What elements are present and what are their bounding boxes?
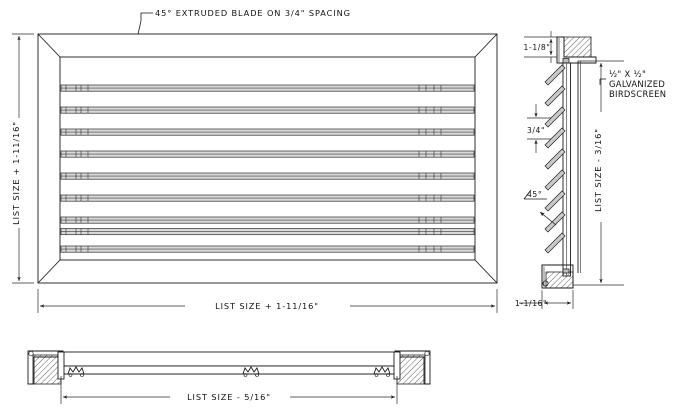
section-blade — [544, 148, 566, 170]
plan-left-frame-profile — [27, 350, 64, 385]
sill-screen-clip — [562, 268, 570, 274]
plan-width-dimension — [60, 376, 398, 404]
birdscreen-note-line2: GALVANIZED — [609, 79, 665, 89]
section-height-dimension-label: LIST SIZE - 3/16" — [593, 128, 603, 212]
plan-mullion-clip — [373, 366, 391, 377]
plan-left-jamb — [57, 351, 65, 380]
blade-row — [60, 150, 475, 158]
plan-width-dimension-label: LIST SIZE - 5/16" — [187, 392, 271, 402]
plan-left-wall-hatch — [32, 354, 62, 385]
section-blade — [544, 64, 566, 86]
front-width-dimension-label: LIST SIZE + 1-11/16" — [215, 301, 319, 311]
frame-miter-lines — [37, 33, 498, 284]
plan-right-wall-hatch — [396, 354, 426, 385]
plan-right-gasket-bulb — [424, 350, 430, 357]
blade-angle-leader — [523, 189, 557, 226]
section-blade — [544, 190, 566, 212]
section-blade — [544, 169, 566, 191]
blade-row — [60, 106, 475, 114]
plan-left-gasket-bulb — [28, 350, 34, 357]
plan-right-jamb — [393, 351, 401, 380]
front-height-dimension — [12, 33, 34, 284]
blade-angle-label: 45° — [527, 190, 542, 199]
blade-spacing-dimension — [527, 104, 551, 153]
sill-gasket-bulb — [542, 280, 549, 287]
section-blade — [544, 211, 566, 233]
blade-row — [60, 216, 475, 224]
blade-row — [60, 228, 475, 236]
section-blade — [544, 127, 566, 149]
blade-row — [60, 194, 475, 202]
sill-depth-dimension-label: 1-1/16" — [515, 299, 547, 308]
section-blade — [544, 232, 566, 254]
side-section-view — [519, 31, 624, 309]
plan-section-view — [27, 350, 431, 404]
blade-callout-label: 45° EXTRUDED BLADE ON 3/4" SPACING — [155, 8, 351, 18]
birdscreen-note-line1: ½" X ½" — [609, 69, 646, 79]
plan-blade-band — [60, 365, 398, 375]
sill-frame-hatch — [545, 271, 574, 289]
blade-row — [60, 245, 475, 253]
section-blade — [544, 106, 566, 128]
plan-right-frame-profile — [394, 350, 431, 385]
blade-row — [60, 84, 475, 92]
head-screen-clip — [562, 58, 570, 64]
head-depth-dimension-label: 1-1/8" — [524, 43, 551, 52]
head-frame-hatch — [563, 36, 592, 58]
section-blade — [544, 85, 566, 107]
birdscreen-note-line3: BIRDSCREEN — [609, 89, 666, 99]
plan-mullion-clip — [242, 366, 260, 377]
sill-depth-dimension — [519, 290, 574, 309]
front-elevation-view — [37, 33, 498, 284]
front-width-dimension — [37, 289, 498, 313]
blade-spacing-dimension-label: 3/4" — [527, 126, 545, 135]
blade-row — [60, 172, 475, 180]
plan-mullion-clip — [67, 366, 85, 377]
blade-row — [60, 128, 475, 136]
front-height-dimension-label: LIST SIZE + 1-11/16" — [11, 121, 21, 225]
head-depth-dimension — [524, 31, 557, 63]
section-height-dimension — [573, 60, 624, 286]
